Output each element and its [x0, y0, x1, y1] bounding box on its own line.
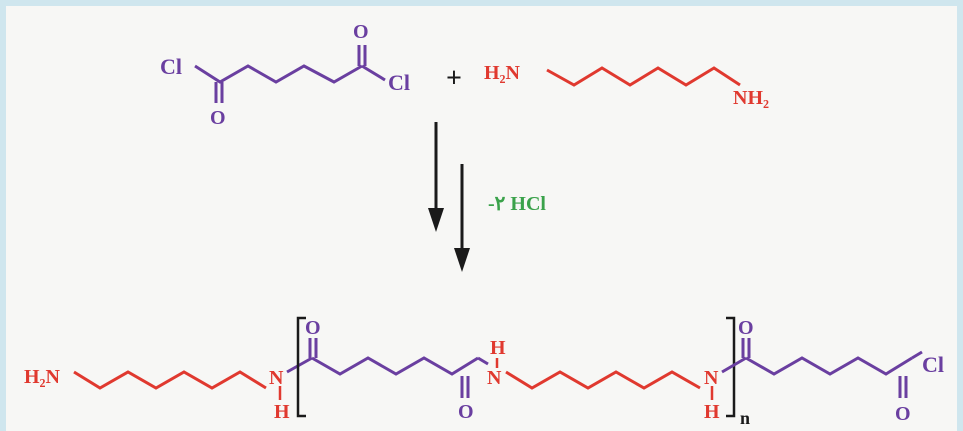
product-o2: O: [458, 401, 474, 423]
product-end-amine-chain: [73, 370, 267, 390]
arrow-2-head: [454, 248, 470, 272]
acid-chloride-molecule: [194, 45, 386, 103]
product-n3: N: [704, 367, 719, 389]
arrow-1-head: [428, 208, 444, 232]
plus-sign: +: [446, 63, 462, 94]
right-repeat-bracket: [726, 316, 736, 418]
repeat-subscript: n: [740, 408, 750, 428]
acid-bottom-o: O: [210, 107, 226, 129]
product-h2: H: [490, 337, 506, 359]
repeat-acid-chain: [311, 356, 479, 376]
end-cl-bond: [911, 350, 923, 360]
product-end-cl: Cl: [922, 352, 944, 377]
product-o4: O: [895, 403, 911, 425]
n1-c-bond: [286, 356, 313, 374]
cl-bond-right: [361, 64, 386, 82]
acid-top-o: O: [353, 21, 369, 43]
diamine-left-group: H₂N: [484, 62, 521, 84]
n3-c-bond: [721, 356, 747, 374]
reaction-condition: -۲ HCl: [488, 193, 546, 215]
acid-left-cl: Cl: [160, 54, 182, 79]
c-n2-bond: [477, 356, 489, 366]
product-h1: H: [274, 401, 290, 423]
product-end-acid-chain: [745, 356, 913, 376]
acid-right-cl: Cl: [388, 70, 410, 95]
diamine-right-group: NH₂: [733, 87, 769, 109]
product-h3: H: [704, 401, 720, 423]
acid-chloride-backbone: [194, 64, 363, 84]
product-end-group: H₂N: [24, 366, 61, 388]
product-o1: O: [305, 317, 321, 339]
repeat-amine-chain: [505, 370, 701, 390]
product-o3: O: [738, 317, 754, 339]
diamine-backbone: [546, 66, 741, 87]
left-repeat-bracket: [296, 316, 306, 418]
product-n2: N: [487, 367, 502, 389]
reaction-arrows: [428, 122, 470, 272]
product-n1: N: [269, 367, 284, 389]
